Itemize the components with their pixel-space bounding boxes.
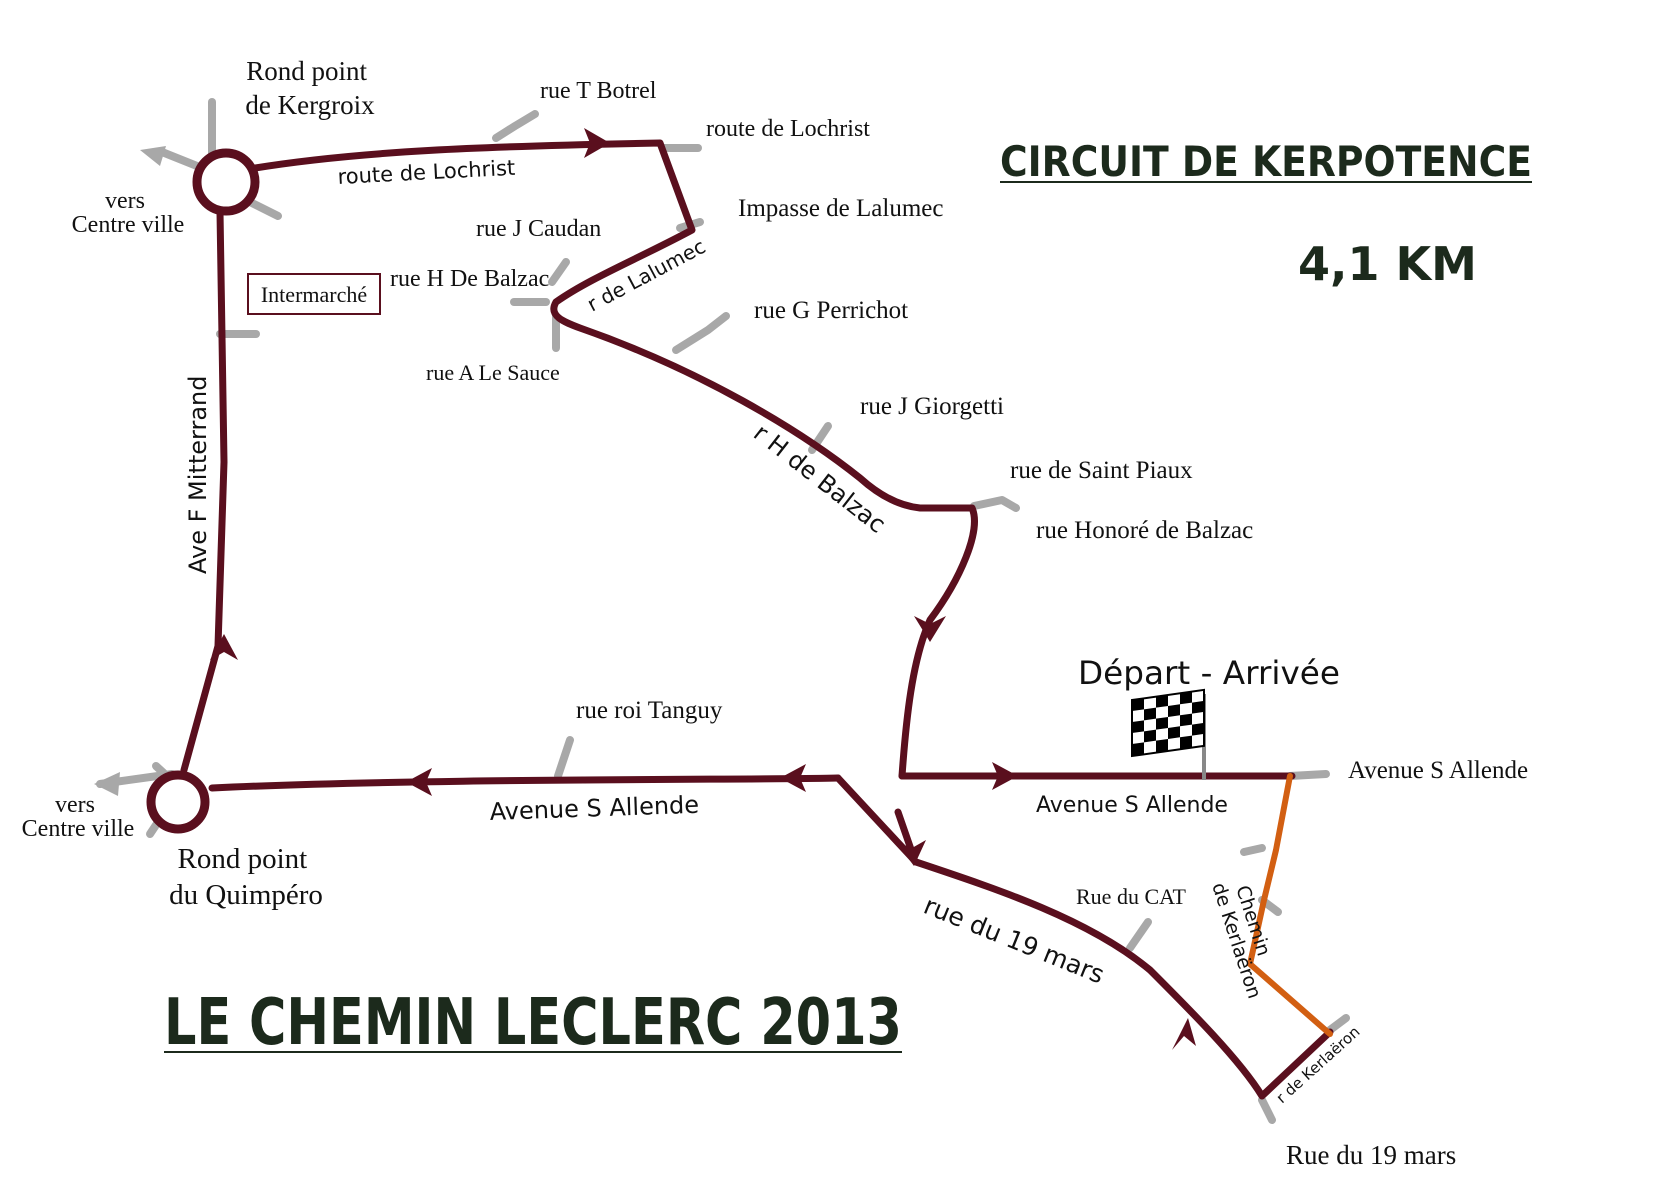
ave-f-mitterrand-label: Ave F Mitterrand [184,376,212,574]
footer-title: LE CHEMIN LECLERC 2013 [164,986,902,1060]
side-streets [96,98,1350,1124]
vers-centre-bottom-arrow-icon [94,772,120,796]
rond-point-quimpero-label: Rond point du Quimpéro [169,843,323,911]
avenue-s-allende-right-label: Avenue S Allende [1348,757,1528,784]
intermarche-label: Intermarché [261,282,367,307]
arrow-south-icon [914,616,946,642]
rue-honore-de-balzac-label: rue Honoré de Balzac [1036,517,1253,544]
distance-label: 4,1 KM [1298,237,1477,291]
rue-j-caudan-label: rue J Caudan [476,216,601,242]
rue-de-saint-piaux-label: rue de Saint Piaux [1010,457,1193,484]
route-de-lochrist-label: route de Lochrist [337,156,516,189]
arrow-west-allende-mid-icon [780,764,806,792]
rue-du-cat-label: Rue du CAT [1076,884,1187,909]
rue-du-19-mars-bottom-label: Rue du 19 mars [1286,1140,1456,1170]
rond-point-quimpero-circle [146,770,210,834]
impasse-de-lalumec-label: Impasse de Lalumec [738,195,943,222]
rond-point-kergroix-circle [192,148,260,216]
arrow-19mars-down-icon [896,840,926,866]
circuit-title: CIRCUIT DE KERPOTENCE [1000,137,1532,186]
direction-arrows [210,128,1196,1050]
checkered-flag-icon [1131,688,1206,780]
start-finish-label: Départ - Arrivée [1078,654,1340,692]
arrow-east-top-icon [584,128,610,158]
rue-t-botrel-label: rue T Botrel [540,78,657,104]
rond-point-kergroix-label: Rond point de Kergroix [245,56,375,120]
vers-centre-top-arrow-icon [140,146,166,166]
r-de-kerlaeron-label: r de Kerlaëron [1273,1023,1364,1107]
vers-centre-top-label: vers Centre ville [72,188,185,238]
avenue-s-allende-mid-label: Avenue S Allende [1036,793,1228,818]
avenue-s-allende-left-label: Avenue S Allende [489,791,699,826]
vers-centre-bottom-label: vers Centre ville [22,792,135,842]
arrow-east-allende-icon [992,762,1018,790]
rue-g-perrichot-label: rue G Perrichot [754,297,908,324]
rue-roi-tanguy-label: rue roi Tanguy [576,697,723,724]
chemin-de-kerlaeron-path [1247,773,1333,1037]
route-de-lochrist-right-label: route de Lochrist [706,116,870,142]
rue-h-de-balzac-label: rue H De Balzac [390,266,549,292]
rue-a-le-sauce-label: rue A Le Sauce [426,360,560,385]
arrow-19mars-up-icon [1172,1018,1196,1050]
rue-j-giorgetti-label: rue J Giorgetti [860,393,1004,420]
intermarche-box [247,273,381,315]
street-labels: rue T Botrel route de Lochrist Impasse d… [390,78,1528,1170]
arrow-north-mitterrand-icon [210,634,238,660]
arrow-west-allende-left-icon [406,768,432,796]
